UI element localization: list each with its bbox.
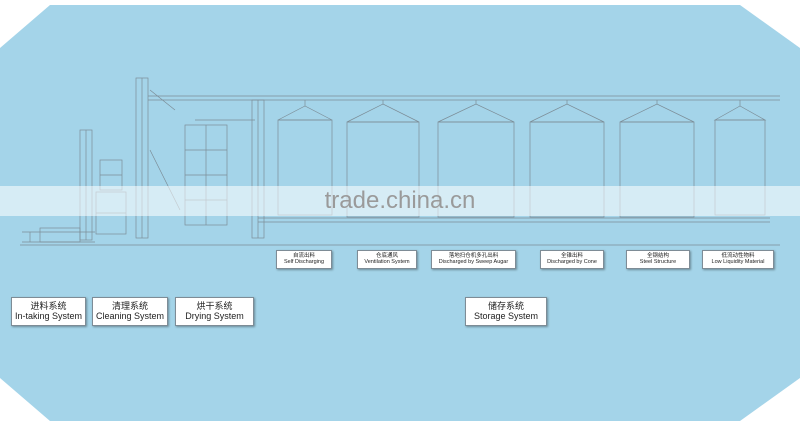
label-cn: 全钢结构 [646, 253, 669, 259]
silo-4 [529, 100, 605, 218]
label-en: Drying System [185, 311, 244, 322]
label-cn: 低流动性物料 [721, 253, 755, 259]
label-self-discharging: 自流出料 Self Discharging [276, 250, 332, 269]
silo-2 [346, 100, 420, 218]
label-en: Discharged by Sweep Augar [438, 259, 509, 266]
label-en: Low Liquidity Material [711, 259, 765, 266]
label-ventilation-system: 仓底通风 Ventilation System [357, 250, 417, 269]
intake-equipment [22, 129, 95, 243]
label-low-liquidity: 低流动性物料 Low Liquidity Material [702, 250, 774, 269]
label-cn: 储存系统 [487, 301, 524, 311]
label-storage-system: 储存系统 Storage System [465, 297, 547, 326]
label-cn: 烘干系统 [196, 301, 233, 311]
label-drying-system: 烘干系统 Drying System [175, 297, 254, 326]
label-en: Steel Structure [639, 259, 677, 266]
watermark-text: trade.china.cn [324, 187, 476, 214]
label-en: Self Discharging [283, 259, 325, 266]
label-en: Cleaning System [95, 311, 165, 322]
silo-3 [437, 100, 515, 218]
label-steel-structure: 全钢结构 Steel Structure [626, 250, 690, 269]
label-cn: 仓底通风 [375, 253, 398, 259]
label-en: Storage System [473, 311, 539, 322]
label-en: Discharged by Cone [547, 259, 597, 266]
silo-5 [619, 100, 695, 218]
label-cn: 落地扫仓机多孔出料 [448, 253, 499, 259]
label-cn: 清理系统 [111, 301, 148, 311]
label-sweep-augar: 落地扫仓机多孔出料 Discharged by Sweep Augar [431, 250, 516, 269]
label-en: In-taking System [14, 311, 83, 322]
label-cn: 全锥出料 [560, 253, 583, 259]
label-cn: 自流出料 [292, 253, 315, 259]
watermark-band [0, 186, 800, 216]
label-en: Ventilation System [364, 259, 410, 266]
label-cone-discharge: 全锥出料 Discharged by Cone [540, 250, 604, 269]
label-cn: 进料系统 [30, 301, 67, 311]
label-intaking-system: 进料系统 In-taking System [11, 297, 86, 326]
label-cleaning-system: 清理系统 Cleaning System [92, 297, 168, 326]
